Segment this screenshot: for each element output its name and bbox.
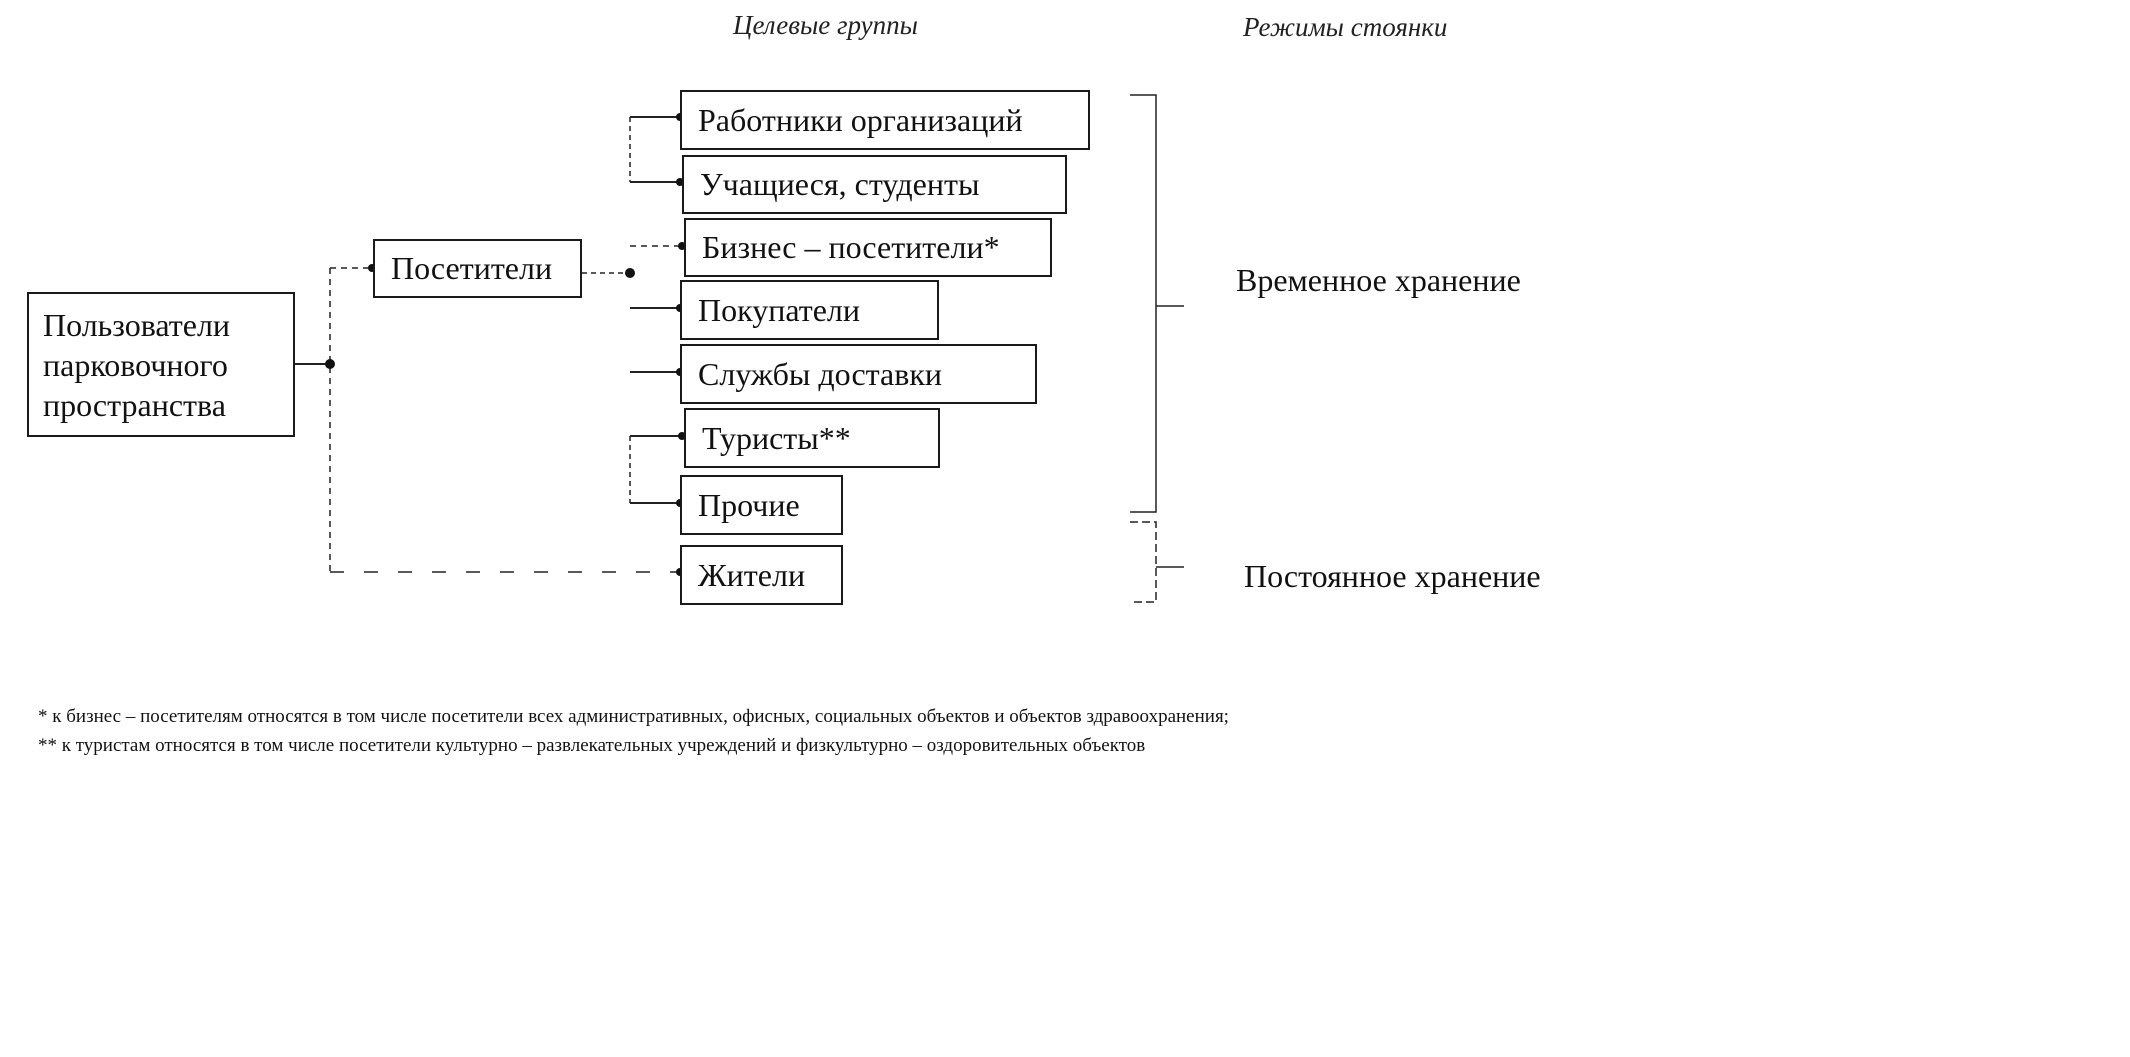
visitors-node: Посетители	[373, 239, 582, 298]
root-node: Пользователи парковочного пространства	[27, 292, 295, 437]
footnote-tourists: ** к туристам относятся в том числе посе…	[38, 735, 1146, 756]
node-dot-root	[325, 359, 335, 369]
group-tourists: Туристы**	[684, 408, 940, 468]
group-business-visitors: Бизнес – посетители*	[684, 218, 1052, 277]
footnote-business: * к бизнес – посетителям относятся в том…	[38, 706, 1229, 727]
group-residents: Жители	[680, 545, 843, 605]
bracket-temporary	[1130, 94, 1157, 513]
group-others: Прочие	[680, 475, 843, 535]
header-parking-modes: Режимы стоянки	[1243, 12, 1448, 42]
root-line-3: пространства	[43, 386, 226, 423]
bracket-permanent	[1130, 521, 1157, 603]
group-students: Учащиеся, студенты	[682, 155, 1067, 214]
group-employees: Работники организаций	[680, 90, 1090, 150]
node-dot-groups	[625, 268, 635, 278]
group-shoppers: Покупатели	[680, 280, 939, 340]
root-line-1: Пользователи	[43, 306, 231, 343]
root-line-2: парковочного	[43, 346, 228, 383]
mode-permanent: Постоянное хранение	[1244, 558, 1541, 594]
group-delivery: Службы доставки	[680, 344, 1037, 404]
header-target-groups: Целевые группы	[733, 10, 918, 40]
mode-temporary: Временное хранение	[1236, 262, 1521, 298]
